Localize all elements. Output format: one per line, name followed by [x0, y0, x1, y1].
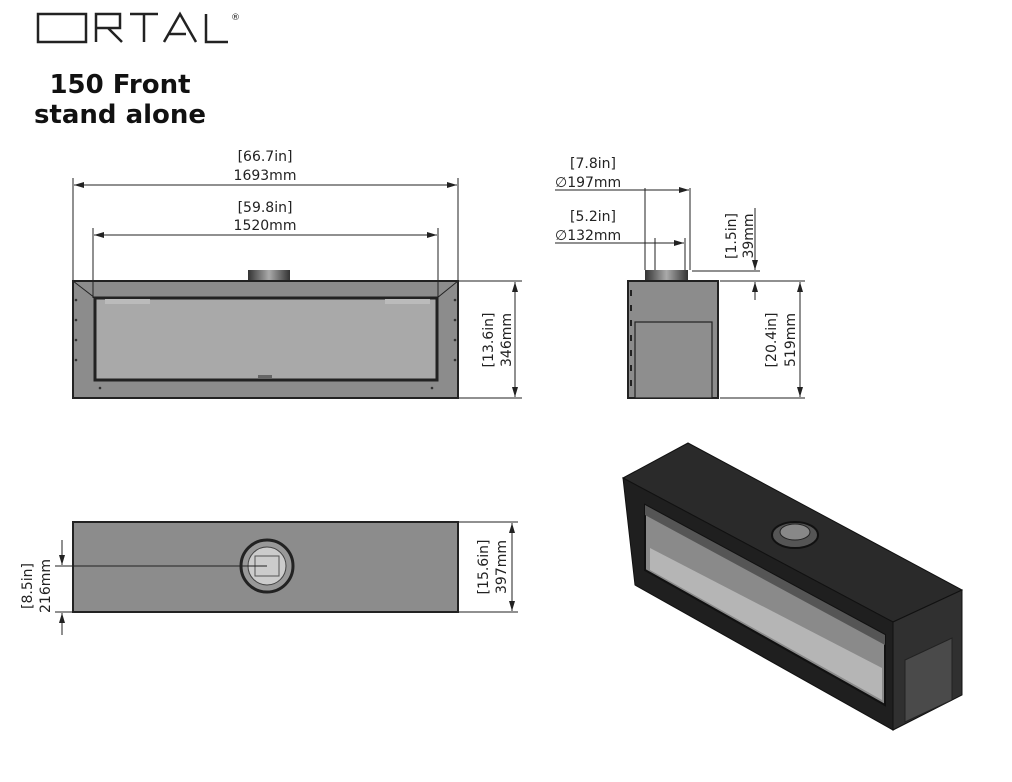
- svg-text:∅197mm: ∅197mm: [555, 175, 621, 191]
- registered-mark: ®: [231, 13, 240, 23]
- iso-side-vent: [904, 637, 953, 723]
- svg-text:[66.7in]: [66.7in]: [238, 149, 293, 165]
- svg-text:[8.5in]: [8.5in]: [20, 563, 36, 609]
- flue-collar: [248, 270, 290, 281]
- side-view: [627, 270, 719, 399]
- front-view: [72, 270, 459, 399]
- title-line-2: stand alone: [33, 100, 207, 130]
- svg-text:[15.6in]: [15.6in]: [476, 540, 492, 595]
- svg-text:[1.5in]: [1.5in]: [724, 213, 740, 259]
- svg-text:[59.8in]: [59.8in]: [238, 200, 293, 216]
- title-line-1: 150 Front: [49, 70, 191, 100]
- svg-text:[20.4in]: [20.4in]: [764, 313, 780, 368]
- dim-overall-width: [66.7in] 1693mm: [72, 149, 459, 281]
- front-glass: [93, 296, 439, 382]
- isometric-view: [621, 442, 964, 731]
- svg-text:∅132mm: ∅132mm: [555, 228, 621, 244]
- dim-flue-inner: [5.2in] ∅132mm: [555, 209, 686, 270]
- dim-side-height: [20.4in] 519mm: [720, 280, 805, 399]
- side-access-panel: [634, 321, 713, 399]
- ortal-logo: ®: [36, 8, 246, 52]
- svg-text:1693mm: 1693mm: [234, 168, 297, 184]
- dim-flue-height: [1.5in] 39mm: [692, 208, 760, 300]
- svg-text:[13.6in]: [13.6in]: [481, 313, 497, 368]
- svg-text:1520mm: 1520mm: [234, 218, 297, 234]
- svg-text:519mm: 519mm: [783, 313, 799, 367]
- dim-depth: [15.6in] 397mm: [458, 521, 518, 613]
- svg-text:[7.8in]: [7.8in]: [570, 156, 616, 172]
- svg-text:216mm: 216mm: [38, 559, 54, 613]
- dim-flue-outer: [7.8in] ∅197mm: [555, 156, 691, 270]
- side-flue-collar: [645, 270, 688, 281]
- dim-front-height: [13.6in] 346mm: [458, 280, 522, 399]
- svg-text:39mm: 39mm: [741, 213, 757, 258]
- top-view: [72, 521, 459, 613]
- svg-text:[5.2in]: [5.2in]: [570, 209, 616, 225]
- svg-text:397mm: 397mm: [494, 540, 510, 594]
- dim-flue-offset: [8.5in] 216mm: [20, 540, 267, 635]
- svg-text:346mm: 346mm: [499, 313, 515, 367]
- dim-glass-width: [59.8in] 1520mm: [92, 200, 439, 298]
- page-title: 150 Front stand alone: [30, 70, 210, 130]
